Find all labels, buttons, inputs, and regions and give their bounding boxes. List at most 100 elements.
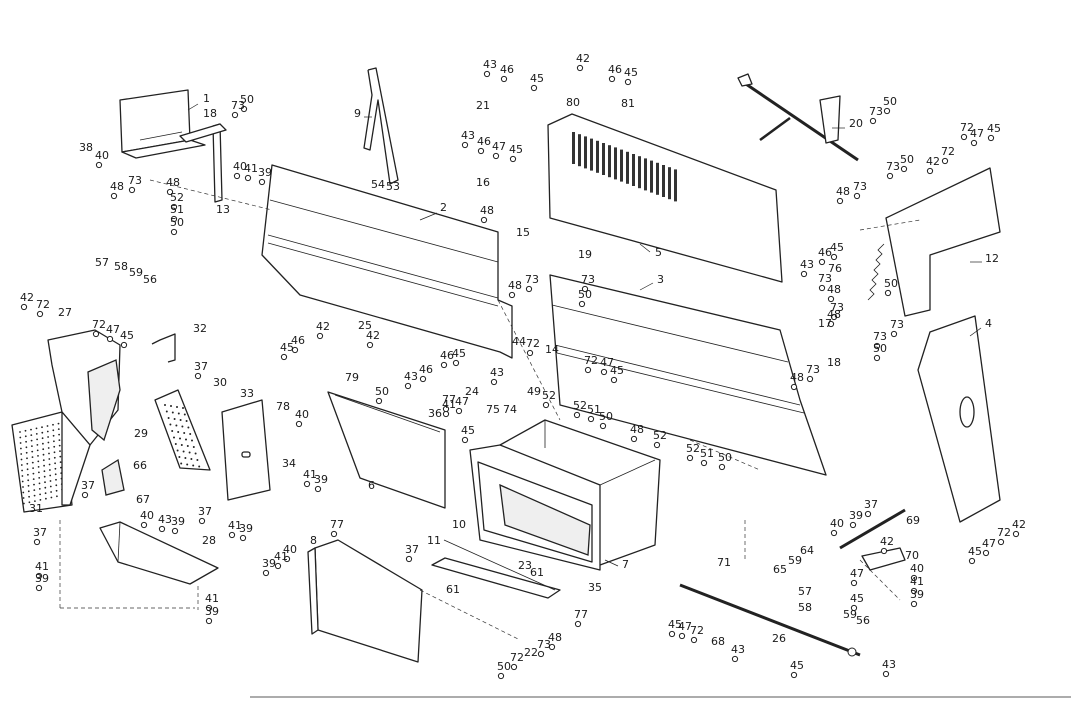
grille-hole (48, 452, 50, 455)
callout-46: 46 (818, 246, 832, 259)
perforation-hole (182, 407, 184, 409)
perforation-hole (192, 464, 195, 467)
fastener-72 (526, 349, 534, 357)
perforation-hole (176, 406, 178, 408)
grille-hole (27, 473, 29, 476)
part-1-bracket-plate (119, 89, 206, 159)
callout-45: 45 (790, 659, 804, 672)
callout-46: 46 (608, 63, 622, 76)
callout-32: 32 (193, 322, 207, 335)
grille-hole (42, 459, 45, 462)
grille-hole (32, 472, 35, 475)
callout-61: 61 (446, 583, 460, 596)
spring (867, 243, 885, 301)
leader-lines (59, 103, 982, 641)
grille-hole (22, 486, 24, 488)
perforation-hole (178, 456, 181, 458)
fastener-50 (900, 165, 908, 173)
perforation-hole (192, 446, 195, 448)
fastener-43 (461, 141, 469, 149)
fastener-42 (20, 303, 28, 311)
callout-48: 48 (630, 423, 644, 436)
grille-hole (20, 458, 23, 461)
callout-46: 46 (440, 349, 454, 362)
fastener-45 (280, 353, 288, 361)
callout-labels: 1234567891011121314151617181819202122232… (20, 52, 1026, 673)
fastener-50 (375, 397, 383, 405)
fastener-77 (442, 405, 450, 413)
callout-15: 15 (516, 226, 530, 239)
callout-40: 40 (140, 509, 154, 522)
callout-42: 42 (20, 291, 34, 304)
grille-hole (22, 491, 25, 494)
callout-42: 42 (576, 52, 590, 65)
perforation-hole (185, 438, 187, 441)
fastener-47 (982, 549, 990, 557)
callout-47: 47 (106, 323, 120, 336)
grille-hole (54, 467, 57, 470)
fastener-42 (576, 64, 584, 72)
perforation-hole (176, 449, 179, 452)
callout-42: 42 (366, 329, 380, 342)
callout-72: 72 (526, 337, 540, 350)
grille-hole (28, 495, 30, 498)
vent-slot (596, 140, 599, 173)
callout-39: 39 (171, 515, 185, 528)
fastener-43 (483, 70, 491, 78)
fastener-72 (584, 366, 592, 374)
perforation-hole (177, 412, 180, 415)
fastener-41 (205, 604, 213, 612)
fastener-42 (926, 167, 934, 175)
perforation-hole (191, 439, 193, 442)
callout-41: 41 (244, 162, 258, 175)
perforation-hole (173, 418, 176, 420)
grille-hole (37, 466, 40, 468)
callout-45: 45 (280, 341, 294, 354)
callout-73: 73 (869, 105, 883, 118)
callout-25: 25 (358, 319, 372, 332)
fastener-42 (316, 332, 324, 340)
callout-39: 39 (262, 557, 276, 570)
fastener-39 (262, 569, 270, 577)
grille-hole (41, 426, 43, 429)
callout-26: 26 (772, 632, 786, 645)
part-8-front-panel (307, 539, 423, 663)
callout-47: 47 (455, 395, 469, 408)
perforation-hole (165, 410, 168, 413)
callout-45: 45 (830, 241, 844, 254)
callout-73: 73 (525, 273, 539, 286)
fasteners (20, 64, 1020, 680)
callout-39: 39 (258, 166, 272, 179)
grille-hole (49, 474, 52, 477)
callout-43: 43 (882, 658, 896, 671)
callout-41: 41 (205, 592, 219, 605)
callout-45: 45 (530, 72, 544, 85)
callout-51: 51 (170, 203, 184, 216)
callout-24: 24 (465, 385, 479, 398)
perforation-hole (177, 431, 180, 433)
callout-22: 22 (524, 646, 538, 659)
grille-hole (31, 450, 34, 453)
callout-72: 72 (960, 121, 974, 134)
callout-48: 48 (508, 279, 522, 292)
grille-hole (37, 460, 40, 463)
callout-77: 77 (442, 393, 456, 406)
perforation-hole (183, 413, 186, 416)
fastener-43 (404, 382, 412, 390)
callout-14: 14 (545, 343, 559, 356)
callout-39: 39 (205, 605, 219, 618)
perforation-hole (171, 411, 174, 414)
fastener-48 (508, 291, 516, 299)
fastener-72 (997, 538, 1005, 546)
fastener-47 (492, 152, 500, 160)
perforation-hole (190, 458, 193, 460)
callout-50: 50 (497, 660, 511, 673)
vent-slot (650, 160, 653, 193)
grille-hole (44, 492, 47, 495)
callout-29: 29 (134, 427, 148, 440)
grille-hole (38, 477, 41, 479)
perforation-hole (167, 417, 170, 419)
callout-72: 72 (941, 145, 955, 158)
fastener-48 (630, 435, 638, 443)
fastener-73 (886, 172, 894, 180)
